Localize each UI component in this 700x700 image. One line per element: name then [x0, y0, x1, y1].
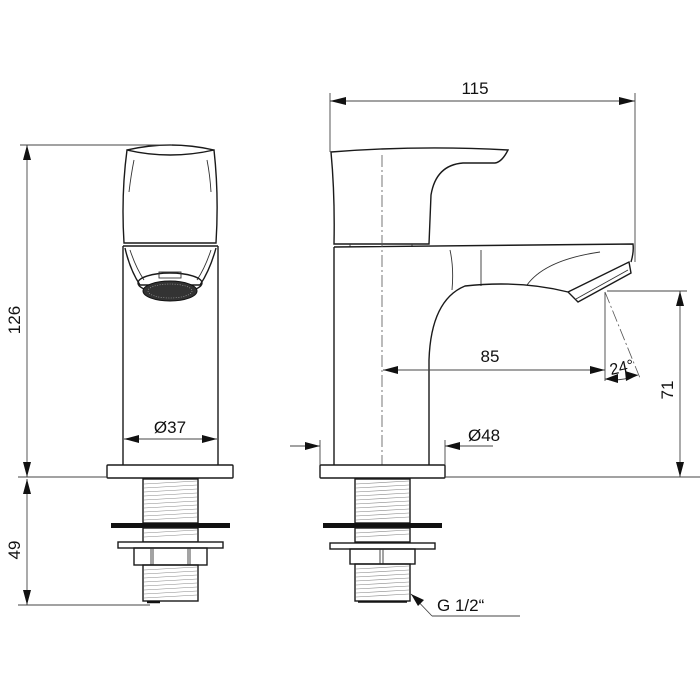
spout-nozzle [566, 260, 632, 303]
aerator-icon [142, 280, 198, 302]
dim-24-label: 24° [608, 357, 635, 379]
dimension-total-height: 126 [5, 144, 172, 478]
dimension-spout-height: 71 [445, 290, 700, 478]
dim-126-label: 126 [5, 306, 24, 334]
dimension-total-depth: 115 [329, 79, 636, 262]
dim-37-label: Ø37 [154, 418, 186, 437]
dim-71-label: 71 [658, 381, 677, 400]
dimension-body-diameter: Ø37 [124, 418, 217, 443]
side-view: 115 85 24° 71 [290, 79, 700, 617]
front-view: 126 49 Ø37 [5, 144, 234, 606]
front-handle [122, 149, 218, 244]
dim-85-label: 85 [481, 347, 500, 366]
thread-callout: G 1/2“ [410, 593, 520, 617]
thread-spec-label: G 1/2“ [437, 596, 485, 615]
dimension-thread-length: 49 [5, 479, 150, 606]
side-handle [330, 147, 510, 245]
dimension-base-diameter: Ø48 [290, 426, 500, 465]
side-base-plate [319, 464, 446, 479]
dimension-spout-angle: 24° [604, 291, 641, 383]
front-base-plate [106, 464, 234, 479]
side-thread-shank [323, 478, 442, 603]
dimension-spout-reach: 85 [383, 347, 605, 374]
front-thread-shank [111, 478, 230, 604]
dim-115-label: 115 [461, 79, 488, 98]
dim-49-label: 49 [5, 541, 24, 560]
dim-48-label: Ø48 [468, 426, 500, 445]
